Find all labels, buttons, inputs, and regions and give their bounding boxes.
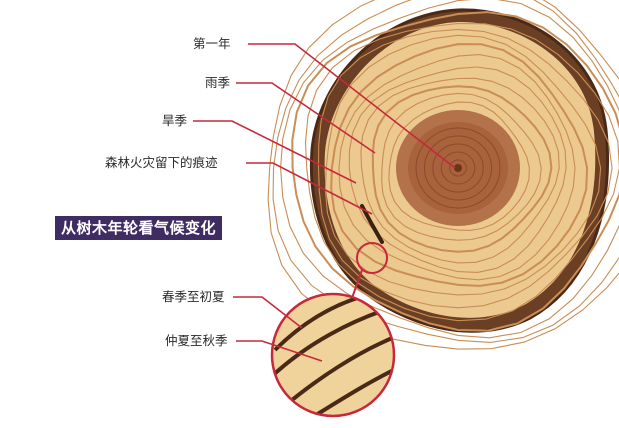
pith [454,164,462,172]
growth-ring [291,11,619,332]
pointer-midsummer-autumn [236,340,323,362]
growth-ring [272,0,619,343]
title-banner: 从树木年轮看气候变化 [55,216,223,240]
heartwood-ring [423,135,493,201]
label-rainy-season: 雨季 [205,75,231,90]
label-first-year: 第一年 [193,36,231,51]
growth-ring [267,0,619,350]
label-spring-early-summer: 春季至初夏 [162,289,225,304]
heartwood-ring [449,159,467,177]
growth-ring [330,43,589,287]
growth-ring [304,22,619,322]
pointer-fire-scar [246,162,373,215]
growth-ring [360,77,560,264]
growth-ring [317,28,613,309]
growth-ring [280,0,619,339]
growth-ring [371,85,553,253]
label-fire-scar: 森林火灾留下的痕迹 [105,155,218,170]
zoom-source-circle [356,242,388,274]
pointer-first-year [248,43,456,169]
pointer-rainy-season [236,82,376,154]
heartwood-rings [415,127,501,209]
label-dry-season: 旱季 [162,113,188,128]
heartwood-ring [415,127,501,209]
label-midsummer-autumn: 仲夏至秋季 [165,333,228,348]
growth-rings [267,0,619,350]
magnifier-circle [270,292,396,418]
growth-ring [338,54,576,281]
heartwood-ring [432,143,484,193]
heartwood-ring [440,151,476,185]
zoom-connector-line [351,269,363,299]
growth-ring [348,66,567,273]
pointer-dry-season [193,120,357,184]
growth-ring [388,101,530,231]
pointer-spring-early-summer [233,296,303,329]
growth-ring [381,92,542,241]
